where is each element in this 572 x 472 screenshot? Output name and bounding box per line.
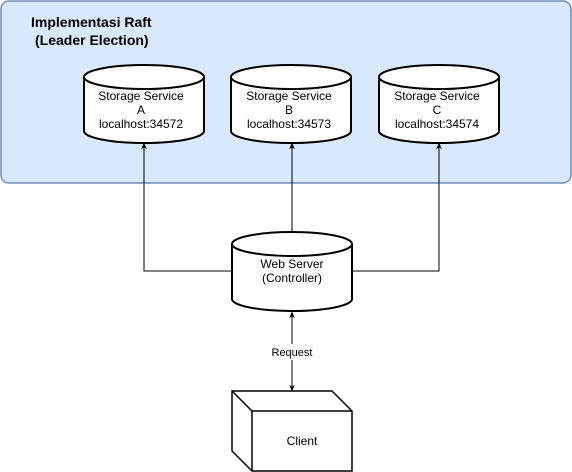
- storage-a-line3: localhost:34572: [99, 117, 183, 131]
- request-label-bg: [268, 344, 316, 360]
- connectors: Request: [141, 142, 442, 392]
- group-title-line1: Implementasi Raft: [31, 14, 152, 30]
- client[interactable]: Client: [231, 390, 353, 472]
- edge-webserver-to-storage-a: [141, 142, 232, 272]
- storage-b-line3: localhost:34573: [247, 117, 331, 131]
- storage-b-line2: B: [285, 103, 293, 117]
- request-label: Request: [272, 347, 313, 359]
- cylinder-top: [230, 64, 352, 90]
- client-label: Client: [287, 434, 318, 448]
- storage-c-line2: C: [433, 103, 442, 117]
- storage-service-a[interactable]: Storage Service A localhost:34572: [83, 64, 205, 144]
- cylinder-body: [231, 244, 353, 312]
- storage-a-line2: A: [137, 103, 145, 117]
- edge-webserver-to-storage-c: [352, 142, 442, 272]
- group-title-line2: (Leader Election): [35, 32, 149, 48]
- storage-b-line1: Storage Service: [246, 89, 332, 103]
- cylinder-body: [378, 77, 500, 144]
- client-front-face: [231, 390, 353, 472]
- cylinder-top: [378, 64, 500, 90]
- cylinder-top: [83, 64, 205, 90]
- cylinder-body: [83, 77, 205, 144]
- storage-c-line3: localhost:34574: [395, 117, 479, 131]
- cylinder-top: [231, 231, 353, 257]
- storage-a-line1: Storage Service: [98, 89, 184, 103]
- web-server[interactable]: Web Server (Controller): [231, 231, 353, 312]
- storage-service-c[interactable]: Storage Service C localhost:34574: [378, 64, 500, 144]
- cylinder-body: [230, 77, 352, 144]
- storage-service-b[interactable]: Storage Service B localhost:34573: [230, 64, 352, 144]
- web-server-line2: (Controller): [262, 271, 322, 285]
- storage-c-line1: Storage Service: [394, 89, 480, 103]
- web-server-line1: Web Server: [260, 257, 323, 271]
